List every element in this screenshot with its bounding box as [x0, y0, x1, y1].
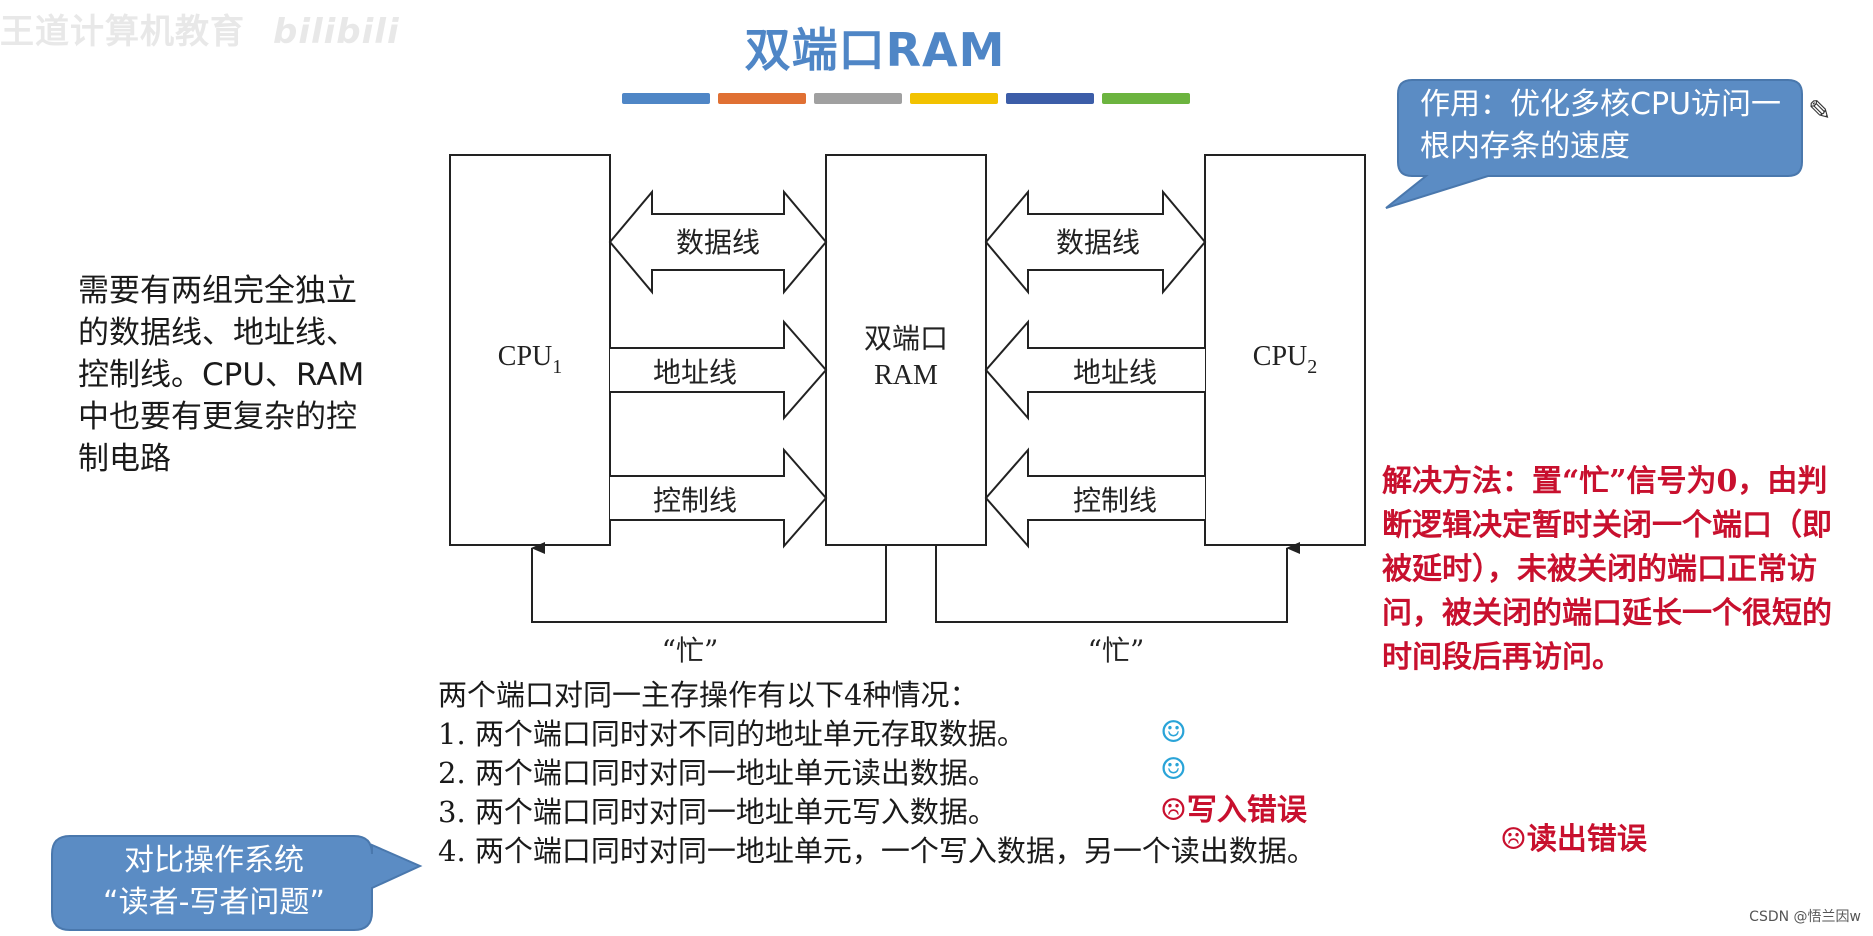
left-address-bus-label: 地址线 [653, 356, 737, 389]
smile-icon: ☺ [1160, 715, 1187, 750]
right-address-bus-label: 地址线 [1073, 356, 1157, 389]
compare-callout-line2: “读者-写者问题” [103, 885, 325, 920]
write-error-mark: ☹写入错误 [1160, 793, 1307, 828]
bilibili-logo: bilibili [273, 12, 400, 52]
cases-heading: 两个端口对同一主存操作有以下4种情况： [438, 678, 979, 712]
pencil-icon: ✎ [1808, 94, 1832, 127]
purpose-callout-bubble [1385, 79, 1803, 209]
credit-text: CSDN @悟兰因w [1749, 909, 1861, 925]
left-control-bus-arrow [610, 447, 828, 549]
cpu1-label: CPU1 [498, 341, 562, 378]
case-item-3: 3. 两个端口同时对同一地址单元写入数据。 ☹写入错误 [438, 793, 1316, 832]
color-bar-yellow [910, 93, 998, 104]
ram-label-line1: 双端口 [864, 322, 948, 355]
compare-callout-bubble [51, 835, 423, 931]
read-error-mark: ☹读出错误 [1500, 822, 1647, 857]
watermark-text: 王道计算机教育 [0, 12, 245, 52]
cases-list: 两个端口对同一主存操作有以下4种情况： 1. 两个端口同时对不同的地址单元存取数… [438, 676, 1647, 871]
busy-signal-left-line [531, 542, 887, 623]
cpu2-label: CPU2 [1253, 341, 1317, 378]
case-item-1-text: 1. 两个端口同时对不同的地址单元存取数据。 [438, 717, 1026, 751]
solution-text: 解决方法：置“忙”信号为0，由判断逻辑决定暂时关闭一个端口（即被延时），未被关闭… [1382, 464, 1832, 675]
ram-box [825, 154, 987, 546]
right-data-bus-arrow [984, 189, 1207, 295]
purpose-callout-text: 作用：优化多核CPU访问一根内存条的速度 [1420, 87, 1781, 164]
smile-icon: ☺ [1160, 752, 1187, 787]
color-bar-orange [718, 93, 806, 104]
left-address-bus-arrow [610, 319, 828, 421]
left-control-bus-label: 控制线 [653, 484, 737, 517]
case-item-2: 2. 两个端口同时对同一地址单元读出数据。 ☺ [438, 752, 1316, 793]
busy-signal-right-label: “忙” [1088, 634, 1145, 667]
right-control-bus-label: 控制线 [1073, 484, 1157, 517]
ram-label-line2: RAM [874, 360, 938, 391]
color-bar-blue [622, 93, 710, 104]
color-bar-gray [814, 93, 902, 104]
left-data-bus-label: 数据线 [676, 226, 760, 259]
compare-callout-text: 对比操作系统 “读者-写者问题” [58, 840, 370, 924]
left-note: 需要有两组完全独立的数据线、地址线、控制线。CPU、RAM中也要有更复杂的控制电… [78, 273, 365, 477]
right-data-bus-label: 数据线 [1056, 226, 1140, 259]
cpu1-box [449, 154, 611, 546]
right-control-bus-arrow [984, 447, 1205, 549]
case-item-1: 1. 两个端口同时对不同的地址单元存取数据。 ☺ [438, 715, 1316, 754]
case-item-3-text: 3. 两个端口同时对同一地址单元写入数据。 [438, 795, 997, 829]
case-item-4-text: 4. 两个端口同时对同一地址单元，一个写入数据，另一个读出数据。 [438, 834, 1316, 868]
right-address-bus-arrow [984, 319, 1205, 421]
page-title: 双端口RAM [744, 23, 1006, 77]
compare-callout-line1: 对比操作系统 [124, 843, 304, 878]
busy-signal-left-label: “忙” [662, 634, 719, 667]
watermark: 王道计算机教育 bilibili [0, 4, 400, 53]
case-item-4: 4. 两个端口同时对同一地址单元，一个写入数据，另一个读出数据。 ☹读出错误 [438, 822, 1647, 871]
left-data-bus-arrow [608, 189, 828, 295]
case-item-2-text: 2. 两个端口同时对同一地址单元读出数据。 [438, 756, 997, 790]
color-bar-green [1102, 93, 1190, 104]
cpu2-box [1204, 154, 1366, 546]
color-bar-navy [1006, 93, 1094, 104]
busy-signal-right-line [935, 542, 1300, 623]
